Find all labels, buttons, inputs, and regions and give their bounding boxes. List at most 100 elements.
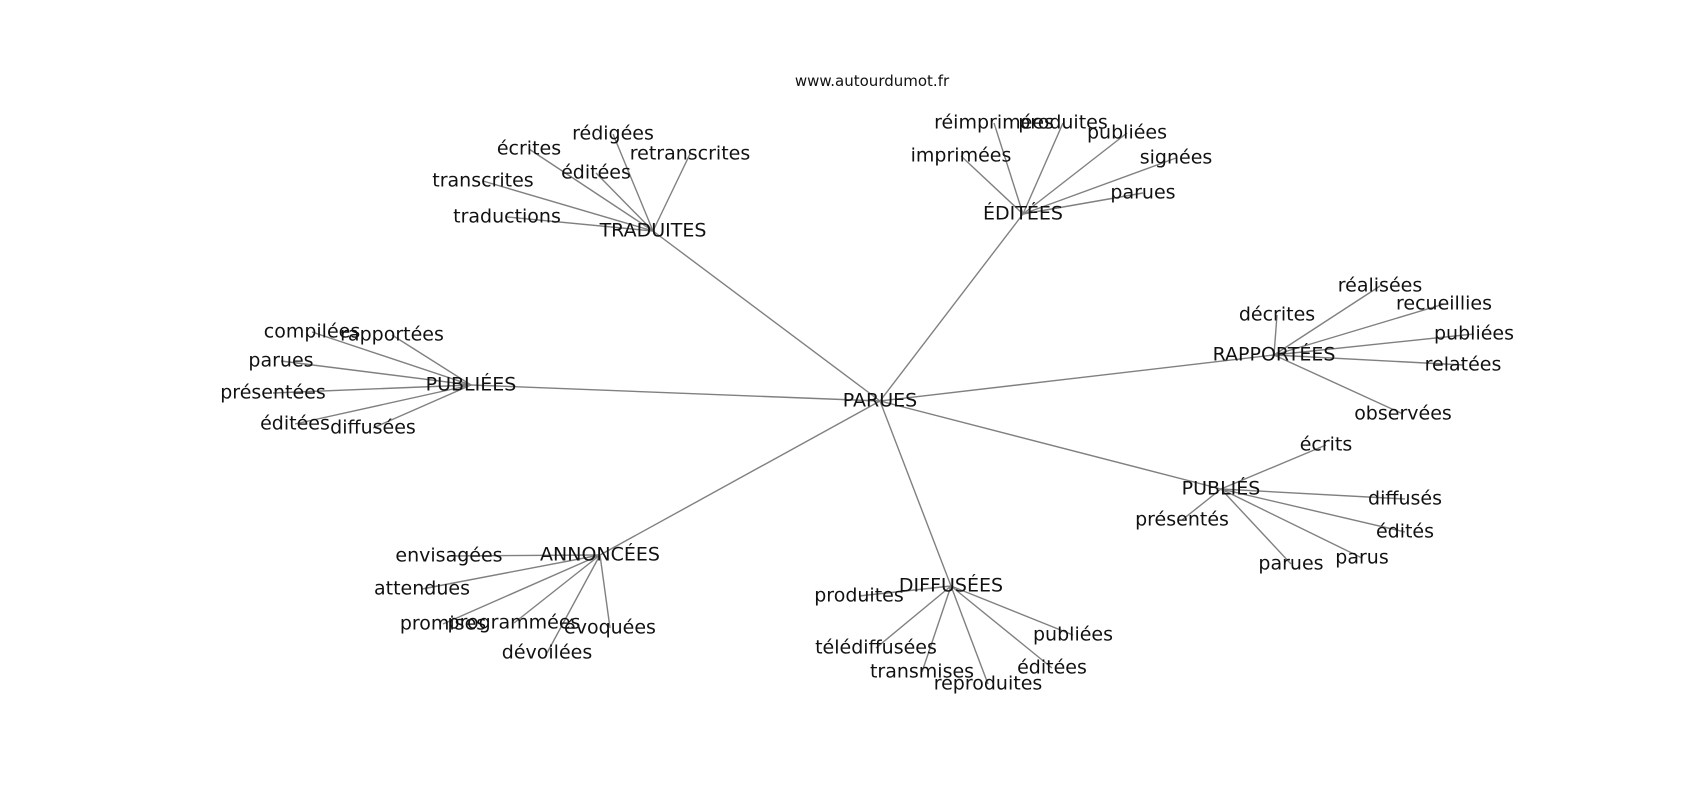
leaf-edge: [506, 216, 654, 232]
leaf-node-label: publiées: [1087, 122, 1167, 144]
leaf-edge: [311, 331, 472, 386]
group-node-label: DIFFUSÉES: [899, 574, 1003, 597]
leaf-node-label: écrits: [1300, 434, 1353, 456]
leaf-node-label: publiées: [1434, 323, 1514, 345]
leaf-edge: [612, 133, 654, 232]
leaf-node-label: présentées: [220, 382, 326, 404]
leaf-edge: [875, 585, 952, 649]
leaf-node-label: envisagées: [395, 545, 502, 567]
leaf-edge: [294, 384, 472, 425]
leaf-node-label: écrites: [497, 138, 561, 160]
leaf-edge: [993, 122, 1024, 215]
leaf-node-label: dévoilées: [502, 642, 592, 664]
leaf-node-label: observées: [1354, 403, 1452, 425]
leaf-edge: [1022, 192, 1144, 215]
leaf-node-label: parues: [248, 350, 313, 372]
leaf-edge: [858, 585, 952, 597]
leaf-edge: [1220, 488, 1363, 559]
leaf-node-label: parues: [1110, 182, 1175, 204]
leaf-node-label: télédiffusées: [815, 637, 937, 659]
group-node-label: PUBLIÉES: [426, 373, 517, 396]
leaf-edge: [1273, 354, 1404, 415]
leaf-node-label: évoquées: [564, 617, 656, 639]
leaf-edge: [652, 153, 691, 232]
leaf-node-label: programmées: [448, 612, 581, 634]
leaf-edge: [391, 334, 472, 386]
leaf-node-label: diffusés: [1368, 488, 1442, 510]
leaf-edge: [950, 585, 1074, 636]
leaf-edge: [272, 384, 472, 394]
leaf-node-label: transcrites: [432, 170, 533, 192]
center-node-label: PARUES: [843, 390, 917, 412]
leaf-edge: [442, 554, 601, 625]
leaf-edge: [1273, 354, 1464, 366]
leaf-node-label: rapportées: [340, 324, 444, 346]
leaf-edge: [546, 554, 601, 654]
leaf-node-label: compilées: [264, 321, 360, 343]
group-node-label: RAPPORTÉES: [1213, 343, 1336, 366]
leaf-node-label: parues: [1258, 553, 1323, 575]
leaf-edge: [1220, 488, 1292, 565]
leaf-node-label: éditées: [561, 162, 631, 184]
leaf-edge: [595, 172, 654, 232]
leaf-edge: [372, 384, 472, 429]
center-edge: [879, 400, 1222, 490]
leaf-edge: [1220, 488, 1406, 500]
leaf-node-label: signées: [1140, 147, 1213, 169]
leaf-node-label: décrites: [1239, 304, 1315, 326]
leaf-node-label: produites: [814, 585, 904, 607]
leaf-node-label: rédigées: [572, 123, 654, 145]
group-node-label: ANNONCÉES: [540, 543, 660, 566]
leaf-node-label: produites: [1018, 112, 1108, 134]
leaf-edge: [421, 554, 601, 590]
leaf-edge: [1273, 314, 1278, 356]
leaf-node-label: imprimées: [911, 145, 1012, 167]
site-url-label: www.autourdumot.fr: [795, 72, 950, 90]
leaf-edge: [960, 155, 1024, 215]
leaf-node-label: réimprimées: [934, 112, 1054, 134]
leaf-edge: [1022, 122, 1064, 215]
leaf-edge: [1181, 488, 1222, 521]
leaf-edge: [280, 360, 472, 386]
leaf-node-label: publiées: [1033, 624, 1113, 646]
leaf-node-label: retranscrites: [630, 143, 751, 165]
leaf-edge: [513, 554, 601, 624]
center-edge: [652, 230, 881, 402]
leaf-edge: [1022, 132, 1128, 215]
leaf-edge: [448, 554, 601, 557]
leaf-edge: [599, 554, 611, 629]
leaf-edge: [921, 585, 952, 673]
leaf-edge: [1022, 157, 1177, 215]
leaf-node-label: présentés: [1135, 509, 1229, 531]
group-node-label: PUBLIÉS: [1182, 477, 1261, 500]
leaf-edge: [1273, 303, 1445, 356]
center-edge: [470, 384, 881, 402]
leaf-edge: [950, 585, 1053, 669]
leaf-node-label: diffusées: [330, 417, 416, 439]
leaf-edge: [482, 180, 654, 232]
leaf-edge: [1273, 285, 1381, 356]
leaf-node-label: réalisées: [1338, 275, 1422, 297]
leaf-node-label: reproduites: [934, 673, 1043, 695]
leaf-node-label: éditées: [260, 413, 330, 435]
leaf-node-label: éditées: [1017, 657, 1087, 679]
leaf-node-label: transmises: [870, 661, 974, 683]
leaf-node-label: recueillies: [1396, 293, 1492, 315]
center-edge: [879, 400, 952, 587]
leaf-node-label: édités: [1376, 521, 1434, 543]
leaf-edge: [1273, 333, 1475, 356]
leaf-edge: [528, 148, 654, 232]
center-edge: [599, 400, 881, 556]
leaf-node-label: relatées: [1425, 354, 1502, 376]
center-edge: [879, 354, 1275, 402]
leaf-edge: [1220, 488, 1406, 533]
group-node-label: ÉDITÉES: [983, 202, 1063, 225]
leaf-edge: [1220, 444, 1327, 490]
leaf-node-label: attendues: [374, 578, 470, 600]
leaf-node-label: promises: [400, 613, 486, 635]
edges-layer: [272, 122, 1475, 685]
leaf-edge: [950, 585, 989, 685]
group-node-label: TRADUITES: [599, 220, 707, 242]
leaf-node-label: traductions: [453, 206, 561, 228]
